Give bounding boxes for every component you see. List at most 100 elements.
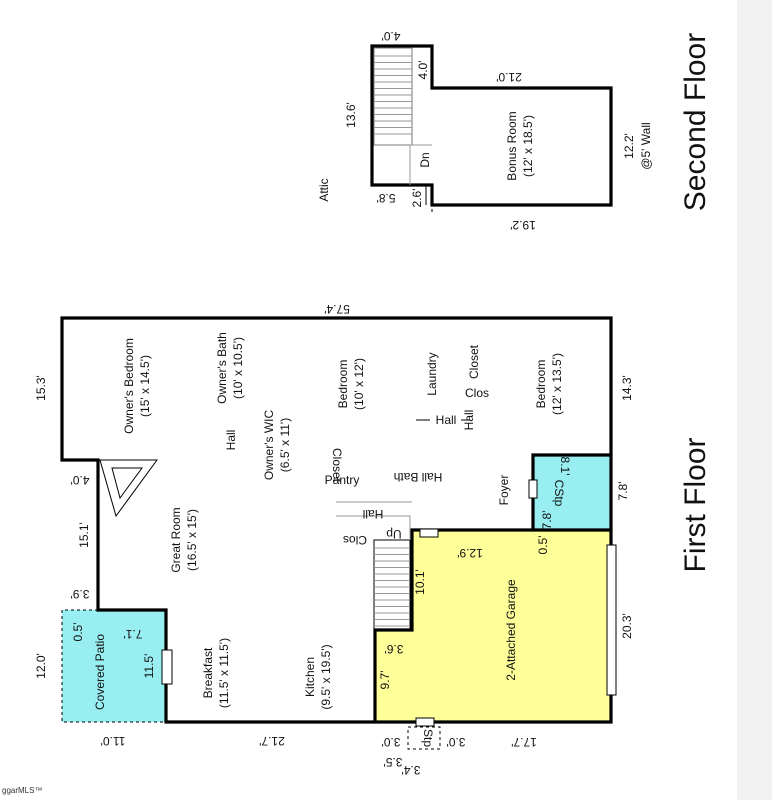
dim-12-0: 12.0': [34, 653, 48, 679]
dim-12-2: 12.2': [622, 133, 636, 159]
patio-door: [161, 649, 173, 685]
step-outline: [407, 726, 441, 750]
room-clos-b: Clos: [343, 533, 367, 547]
room-owners-bath-size: (10' x 10.5'): [231, 337, 245, 399]
stair-up-label: Up: [386, 527, 402, 541]
dim-20-3: 20.3': [620, 613, 634, 639]
room-bonus-room: Bonus Room: [505, 111, 519, 180]
room-breakfast-size: (11.5' x 11.5'): [217, 638, 231, 708]
first-floor-dimensions: 57.4' 15.3' 14.3' 4.0' 15.1' 3.9' 12.0' …: [34, 302, 634, 777]
room-foyer: Foyer: [497, 475, 511, 506]
dim-10-1: 10.1': [413, 569, 427, 595]
stoop-walls: [531, 453, 611, 530]
room-garage: 2-Attached Garage: [504, 579, 518, 681]
dim-4-0-c: 4.0': [416, 61, 430, 80]
room-bonus-room-size: (12' x 18.5'): [521, 115, 535, 177]
room-clos-a: Clos: [465, 386, 489, 400]
room-breakfast: Breakfast: [201, 647, 215, 698]
dim-9-7: 9.7': [378, 671, 392, 690]
room-stp: Stp: [421, 729, 435, 747]
bonus-room-walls: [370, 44, 613, 207]
dim-5-8: 5.8': [377, 191, 396, 205]
dim-14-3: 14.3': [620, 375, 634, 401]
dim-4-0-b: 4.0': [382, 29, 401, 43]
dim-7-1: 7.1': [124, 627, 143, 641]
room-laundry: Laundry: [425, 352, 439, 395]
dim-3-4: 3.4': [402, 763, 421, 777]
floor-title-second: Second Floor: [679, 33, 712, 211]
dim-3-9: 3.9': [71, 587, 90, 601]
garage-entry-door: [419, 528, 439, 538]
floor-title-first: First Floor: [679, 437, 712, 572]
dim-11-0: 11.0': [101, 734, 126, 748]
wall-note: @5' Wall: [639, 122, 653, 169]
room-owners-bedroom-size: (15' x 14.5'): [138, 355, 152, 417]
dim-0-5-b: 0.5': [536, 536, 550, 555]
dim-3-0-b: 3.0': [447, 735, 466, 749]
dim-0-5-a: 0.5': [71, 623, 85, 642]
room-cstp: CStp: [552, 480, 566, 507]
dim-15-1: 15.1': [77, 522, 91, 548]
room-kitchen: Kitchen: [303, 657, 317, 697]
garage-fill: [375, 530, 611, 722]
dim-3-5: 3.5': [384, 755, 403, 769]
dim-2-6: 2.6': [410, 189, 424, 208]
covered-patio-fill: [62, 610, 166, 722]
dim-21-7: 21.7': [259, 734, 285, 748]
dim-13-6: 13.6': [344, 102, 358, 128]
dim-7-8-b: 7.8': [540, 511, 554, 530]
mls-credit: ggarMLS™: [2, 786, 43, 795]
room-bedroom-a-size: (10' x 12'): [352, 358, 366, 410]
fireplace-hearth: [111, 467, 143, 500]
room-closet-a: Closet: [467, 344, 481, 379]
dim-19-2: 19.2': [510, 218, 536, 232]
room-great-room-size: (16.5' x 15'): [185, 509, 199, 571]
dim-57-4: 57.4': [324, 302, 350, 316]
dim-4-0-a: 4.0': [71, 473, 90, 487]
second-floor-stairs: [373, 47, 413, 146]
room-bedroom-a: Bedroom: [336, 360, 350, 409]
dim-8-1: 8.1': [558, 457, 572, 476]
stair-treads: [374, 55, 412, 135]
hall-label-c: Hall: [462, 410, 476, 431]
front-door: [528, 479, 538, 499]
garage-side-door: [415, 717, 435, 727]
room-hall-bath: Hall Bath: [394, 470, 443, 484]
front-stoop-fill: [533, 455, 611, 530]
dim-17-7: 17.7': [511, 735, 537, 749]
dim-3-0-a: 3.0': [382, 735, 401, 749]
hall-label-a: Hall: [224, 430, 238, 451]
dim-3-6: 3.6': [385, 642, 404, 656]
room-owners-bath: Owner's Bath: [215, 332, 229, 404]
first-floor: [60, 316, 617, 750]
room-covered-patio: Covered Patio: [93, 634, 107, 710]
room-owners-wic: Owner's WIC: [262, 410, 276, 481]
hall-label-d: Hall: [363, 507, 384, 521]
hall-label-b: Hall: [436, 413, 457, 427]
dim-7-8-a: 7.8': [616, 482, 630, 501]
dim-12-9: 12.9': [457, 546, 483, 560]
first-floor-labels: Owner's Bedroom (15' x 14.5') Owner's Ba…: [93, 332, 566, 747]
room-pantry: Pantry: [325, 473, 360, 487]
room-owners-bedroom: Owner's Bedroom: [122, 338, 136, 434]
room-great-room: Great Room: [169, 507, 183, 572]
dim-15-3: 15.3': [34, 375, 48, 401]
room-attic: Attic: [317, 178, 331, 201]
stair-down-label: Dn: [418, 152, 432, 167]
room-bedroom-b: Bedroom: [534, 360, 548, 409]
exterior-walls: [60, 316, 613, 724]
scroll-gutter: [737, 0, 772, 800]
room-closet-b: Closet: [330, 448, 344, 483]
dim-21-0: 21.0': [496, 70, 522, 84]
room-bedroom-b-size: (12' x 13.5'): [550, 353, 564, 415]
garage-door: [606, 544, 617, 696]
fireplace: [99, 459, 158, 518]
stair-treads-first: [374, 547, 410, 627]
garage-inner-walls: [373, 528, 611, 722]
patio-outline: [61, 609, 166, 723]
second-floor: [370, 44, 613, 212]
dim-11-5: 11.5': [142, 654, 156, 679]
first-floor-stairs: [373, 539, 411, 631]
room-owners-wic-size: (6.5' x 11'): [278, 418, 292, 472]
